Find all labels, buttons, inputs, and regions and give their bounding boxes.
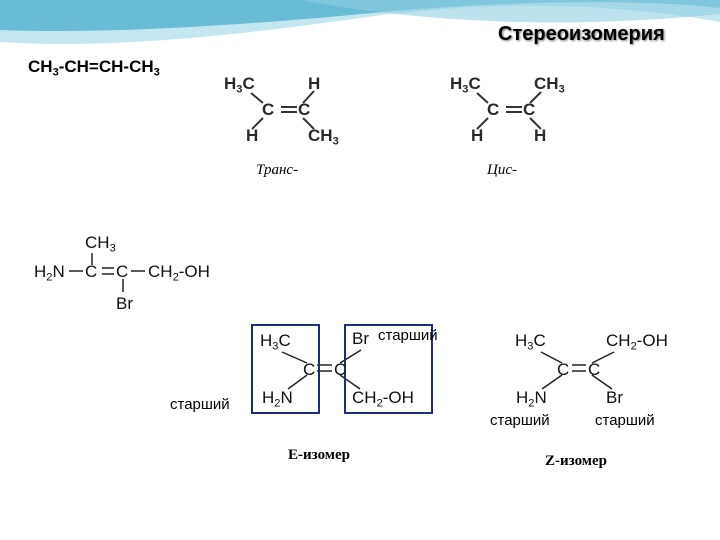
- compound-ch3-group: CH3: [85, 233, 116, 255]
- atom-ch: CH: [606, 331, 631, 350]
- atom-h: H: [34, 262, 47, 281]
- compound-carbon-2: C: [116, 262, 129, 281]
- cis-h-left: H: [471, 126, 484, 145]
- compound-h2n-group: H2N: [34, 262, 65, 284]
- e-carbon-right: C: [334, 360, 347, 379]
- atom-n: N: [534, 388, 547, 407]
- atom-n: N: [280, 388, 293, 407]
- e-carbon-left: C: [303, 360, 316, 379]
- atom-h: H: [450, 74, 463, 93]
- atom-oh: -OH: [382, 388, 414, 407]
- formula-part: -CH=CH-CH: [58, 57, 154, 76]
- atom-subscript: 3: [558, 83, 565, 96]
- trans-carbon-right: C: [298, 100, 311, 119]
- z-h2n-group: H2N: [516, 388, 547, 410]
- atom-subscript: 3: [236, 83, 243, 96]
- cis-ch3-group: CH3: [534, 74, 565, 96]
- atom-ch: CH: [85, 233, 110, 252]
- z-carbon-right: C: [588, 360, 601, 379]
- z-senior-right-label: старший: [595, 412, 655, 429]
- e-isomer-label: E-изомер: [288, 447, 351, 463]
- cis-h3c-group: H3C: [450, 74, 481, 96]
- atom-c: C: [468, 74, 481, 93]
- atom-subscript: 2: [528, 397, 535, 410]
- atom-subscript: 3: [462, 83, 469, 96]
- z-br: Br: [606, 388, 623, 407]
- atom-ch: CH: [308, 126, 333, 145]
- atom-n: N: [52, 262, 65, 281]
- z-ch2oh-group: CH2-OH: [606, 331, 668, 353]
- atom-h: H: [516, 388, 529, 407]
- atom-subscript: 3: [272, 340, 279, 353]
- atom-oh: -OH: [178, 262, 210, 281]
- atom-c: C: [278, 331, 291, 350]
- atom-h: H: [260, 331, 273, 350]
- compound-carbon-1: C: [85, 262, 98, 281]
- cis-carbon-right: C: [523, 100, 536, 119]
- trans-label: Транс-: [256, 162, 299, 178]
- atom-c: C: [533, 331, 546, 350]
- atom-subscript: 2: [274, 397, 281, 410]
- atom-c: C: [242, 74, 255, 93]
- z-h3c-group: H3C: [515, 331, 546, 353]
- e-senior-top-label: старший: [378, 327, 438, 344]
- trans-ch3-group: CH3: [308, 126, 339, 148]
- z-carbon-left: C: [557, 360, 570, 379]
- butene-formula: CH3-CH=CH-CH3: [28, 57, 160, 79]
- compound-br: Br: [116, 294, 133, 313]
- trans-h3c-group: H3C: [224, 74, 255, 96]
- atom-subscript: 3: [332, 135, 339, 148]
- atom-ch: CH: [148, 262, 173, 281]
- atom-subscript: 2: [630, 340, 637, 353]
- e-br: Br: [352, 329, 369, 348]
- atom-h: H: [224, 74, 237, 93]
- e-isomer-right-box: [344, 324, 433, 414]
- atom-subscript: 2: [172, 271, 179, 284]
- atom-h: H: [262, 388, 275, 407]
- cis-label: Цис-: [487, 162, 517, 178]
- atom-ch: CH: [352, 388, 377, 407]
- z-senior-left-label: старший: [490, 412, 550, 429]
- trans-carbon-left: C: [262, 100, 275, 119]
- trans-h-bottom: H: [246, 126, 259, 145]
- e-senior-left-label: старший: [170, 396, 230, 413]
- formula-subscript: 3: [153, 66, 160, 79]
- e-isomer-left-box: [251, 324, 320, 414]
- compound-ch2oh-group: CH2-OH: [148, 262, 210, 284]
- z-isomer-label: Z-изомер: [545, 453, 608, 469]
- atom-h: H: [515, 331, 528, 350]
- atom-ch: CH: [534, 74, 559, 93]
- atom-subscript: 3: [109, 242, 116, 255]
- atom-subscript: 2: [46, 271, 53, 284]
- atom-subscript: 2: [376, 397, 383, 410]
- e-ch2oh-group: CH2-OH: [352, 388, 414, 410]
- atom-oh: -OH: [636, 331, 668, 350]
- cis-carbon-left: C: [487, 100, 500, 119]
- cis-h-right: H: [534, 126, 547, 145]
- slide-title: Стереоизомерия: [498, 23, 665, 45]
- trans-h-top: H: [308, 74, 321, 93]
- formula-part: CH: [28, 57, 53, 76]
- atom-subscript: 3: [527, 340, 534, 353]
- e-h3c-group: H3C: [260, 331, 291, 353]
- e-h2n-group: H2N: [262, 388, 293, 410]
- formula-subscript: 3: [52, 66, 59, 79]
